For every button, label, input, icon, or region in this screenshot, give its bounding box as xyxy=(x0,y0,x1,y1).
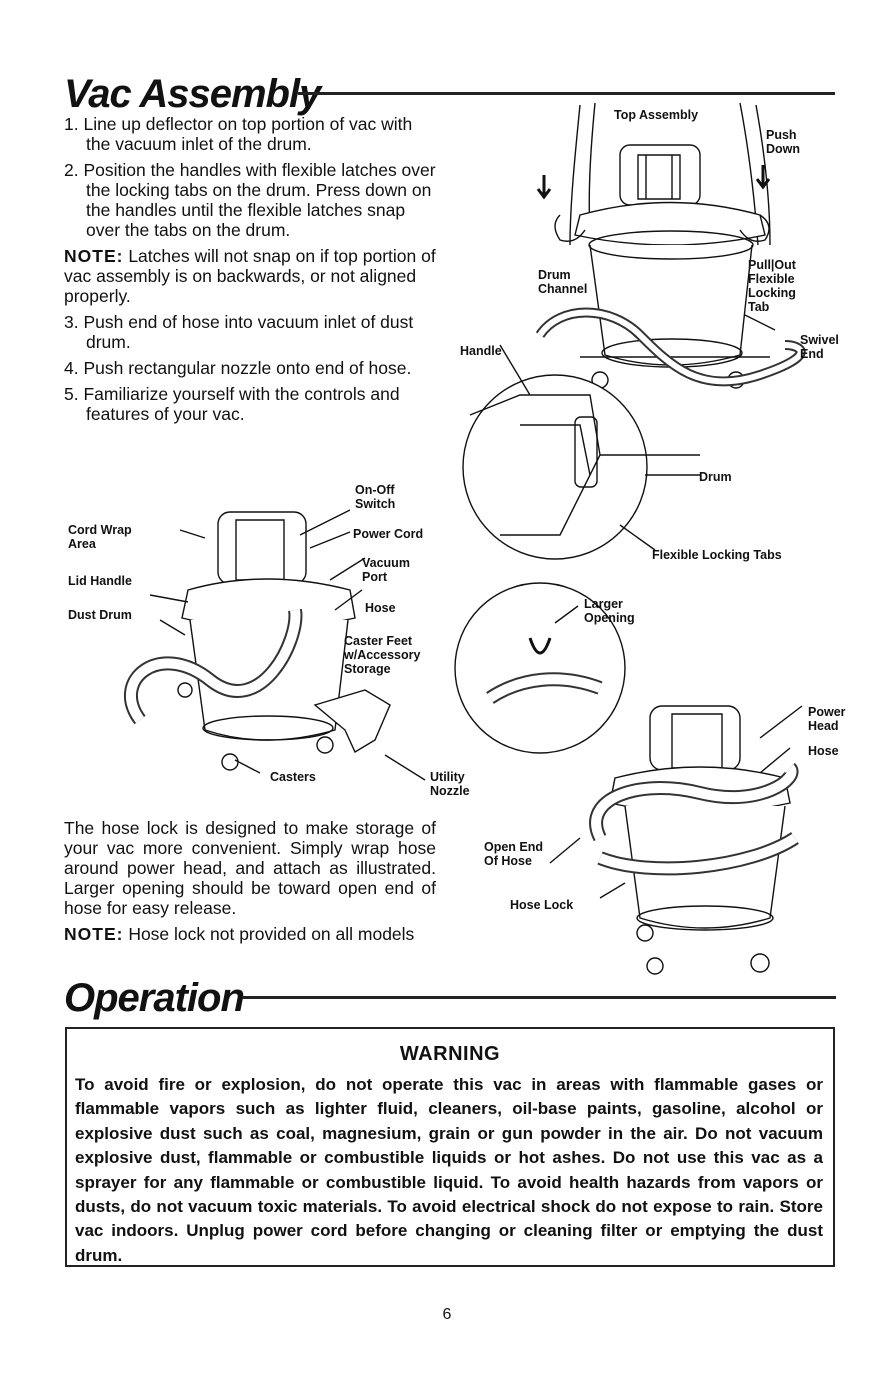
label-drum: Drum xyxy=(699,470,732,484)
note-text: Latches will not snap on if top portion … xyxy=(64,246,436,306)
hose-storage-illustration xyxy=(450,578,860,988)
label-power-cord: Power Cord xyxy=(353,527,424,541)
label-top-assembly: Top Assembly xyxy=(614,108,699,122)
vac-features-illustration xyxy=(100,490,470,800)
label-vacuum-port: Vacuum Port xyxy=(362,556,410,584)
storage-instructions: The hose lock is designed to make storag… xyxy=(64,818,436,950)
label-casters: Casters xyxy=(270,770,316,784)
assembly-note: NOTE: Latches will not snap on if top po… xyxy=(64,246,439,306)
storage-text: The hose lock is designed to make storag… xyxy=(64,818,436,918)
storage-note: NOTE: Hose lock not provided on all mode… xyxy=(64,924,436,944)
label-hose-storage: Hose xyxy=(808,744,839,758)
page-number: 6 xyxy=(442,1306,452,1323)
assembly-step: 5. Familiarize yourself with the control… xyxy=(64,384,400,424)
operation-title: Operation xyxy=(64,976,245,1020)
label-swivel-end: Swivel End xyxy=(800,333,839,361)
label-flexible-locking-tabs: Flexible Locking Tabs xyxy=(652,548,782,562)
note-label: NOTE: xyxy=(64,924,124,944)
assembly-instructions: 1. Line up deflector on top portion of v… xyxy=(64,114,439,430)
warning-box: WARNING To avoid fire or explosion, do n… xyxy=(65,1027,835,1267)
assembly-title-rule xyxy=(298,92,835,95)
label-hose-lock: Hose Lock xyxy=(510,898,574,912)
label-larger-opening: Larger Opening xyxy=(584,597,635,625)
operation-title-rule xyxy=(242,996,836,999)
label-dust-drum: Dust Drum xyxy=(68,608,132,622)
label-open-end-of-hose: Open End Of Hose xyxy=(484,840,544,868)
label-lid-handle: Lid Handle xyxy=(68,574,132,588)
assembly-step: 4. Push rectangular nozzle onto end of h… xyxy=(64,358,412,378)
top-assembly-illustration xyxy=(440,95,860,585)
assembly-step: 3. Push end of hose into vacuum inlet of… xyxy=(64,312,414,352)
note-text: Hose lock not provided on all models xyxy=(123,924,415,944)
label-hose: Hose xyxy=(365,601,396,615)
label-drum-channel: Drum Channel xyxy=(538,268,588,296)
assembly-title: Vac Assembly xyxy=(64,72,321,116)
label-pull-out-tab: Pull|Out Flexible Locking Tab xyxy=(748,258,796,314)
label-on-off-switch: On-Off Switch xyxy=(355,483,396,511)
warning-title: WARNING xyxy=(399,1043,501,1065)
note-label: NOTE: xyxy=(64,246,124,266)
label-cord-wrap-area: Cord Wrap Area xyxy=(68,523,132,551)
label-handle: Handle xyxy=(460,344,502,358)
assembly-step: 2. Position the handles with flexible la… xyxy=(64,160,436,240)
label-power-head: Power Head xyxy=(808,705,846,733)
assembly-step: 1. Line up deflector on top portion of v… xyxy=(64,114,413,154)
label-caster-feet: Caster Feet w/Accessory Storage xyxy=(344,634,421,676)
warning-text: To avoid fire or explosion, do not opera… xyxy=(75,1075,823,1265)
label-utility-nozzle: Utility Nozzle xyxy=(430,770,470,798)
label-push-down: Push Down xyxy=(766,128,801,156)
